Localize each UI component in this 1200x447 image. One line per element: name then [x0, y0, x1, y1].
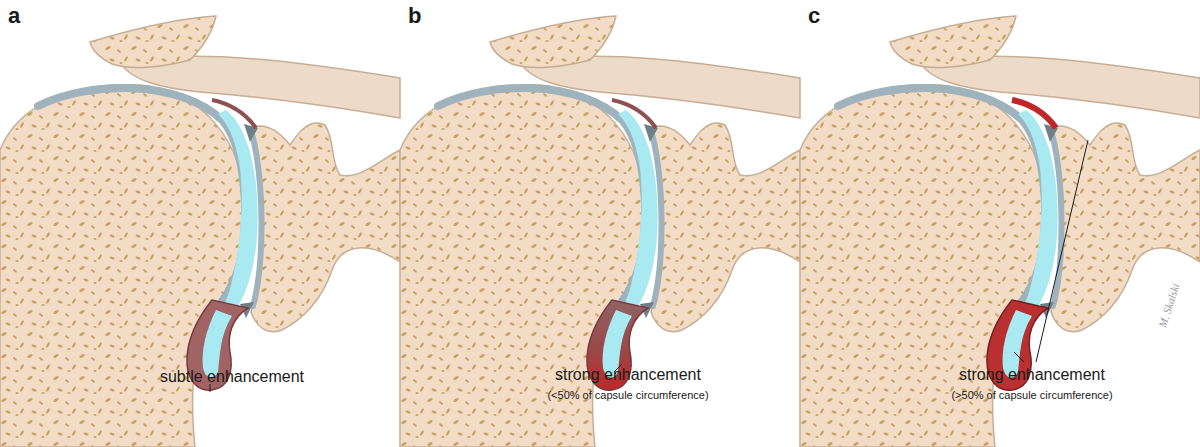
leader-line: [210, 384, 211, 392]
panel-a: [0, 16, 400, 447]
signature-holder: M. Skalski: [1152, 280, 1183, 329]
annotation: subtle enhancement: [160, 368, 304, 386]
panel-c: [800, 16, 1200, 447]
panel-letter: a: [8, 4, 20, 28]
annotation-holder: subtle enhancement: [160, 368, 304, 386]
superior-capsule: [612, 100, 656, 128]
superior-capsule: [1012, 100, 1056, 128]
annotation-note: (<50% of capsule circumference): [547, 389, 708, 401]
panel-letter-holder: a: [8, 4, 20, 28]
signature: M. Skalski: [1156, 282, 1182, 329]
annotation-note-holder: (>50% of capsule circumference): [951, 385, 1112, 403]
annotation-note: (>50% of capsule circumference): [951, 389, 1112, 401]
annotation-holder: strong enhancement: [959, 366, 1105, 384]
leader-line: [1014, 352, 1024, 362]
panel-letter: b: [408, 4, 421, 28]
panel-letter-holder: c: [808, 4, 820, 28]
panel-letter: c: [808, 4, 820, 28]
annotation: strong enhancement: [555, 366, 701, 384]
annotation: strong enhancement: [959, 366, 1105, 384]
panel-letter-holder: b: [408, 4, 421, 28]
recess-fluid: [203, 310, 232, 378]
annotation-holder: strong enhancement: [555, 366, 701, 384]
panel-b: [400, 16, 800, 447]
superior-capsule: [212, 100, 256, 128]
annotation-note-holder: (<50% of capsule circumference): [547, 385, 708, 403]
leader-line: [1036, 140, 1088, 362]
